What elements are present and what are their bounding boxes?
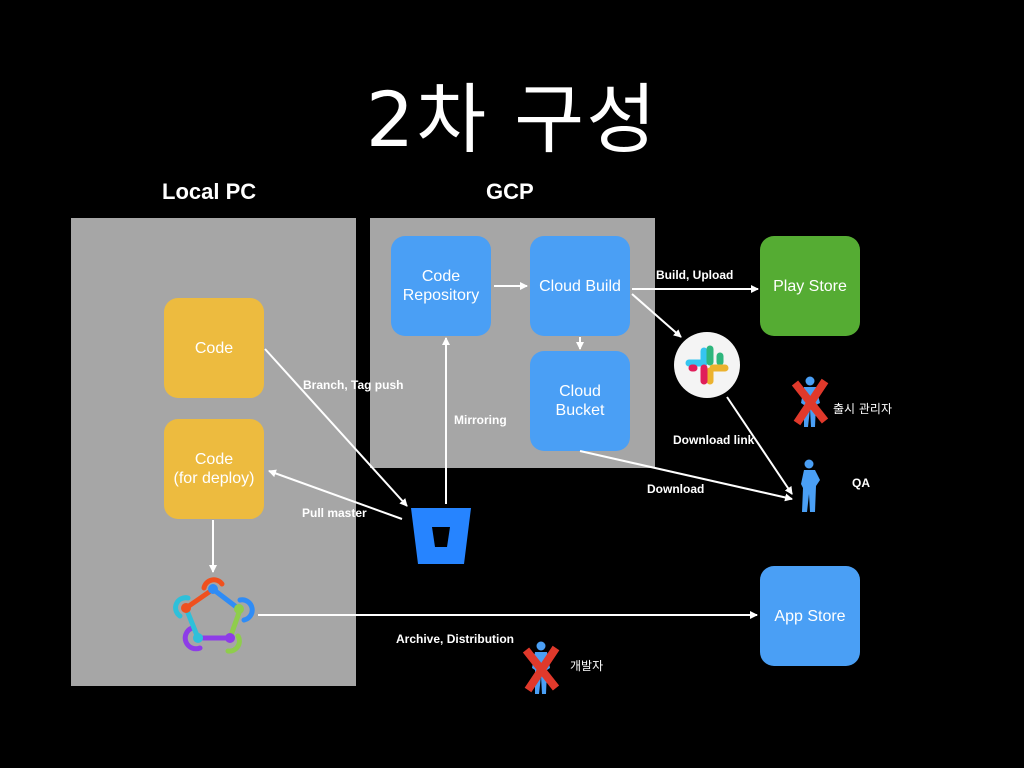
edge-label-download-link: Download link [673,433,755,447]
actor-label-release-manager: 출시 관리자 [833,402,893,416]
page-title: 2차 구성 [365,75,659,164]
section-label-gcp: GCP [486,179,534,204]
cloud-bucket-node[interactable]: Cloud Bucket [530,351,630,451]
section-label-local-pc: Local PC [162,179,257,204]
app-store-node[interactable]: App Store [760,566,860,666]
bitbucket-icon[interactable] [410,507,472,565]
code-repository-node[interactable]: Code Repository [391,236,491,336]
edge-label-download: Download [647,482,705,496]
code-for-deploy-node[interactable]: Code (for deploy) [164,419,264,519]
play-store-node[interactable]: Play Store [760,236,860,336]
person-icon [801,459,820,512]
fastlane-icon[interactable] [172,576,256,656]
slack-icon[interactable] [673,331,741,399]
edge-label-archive-distribution: Archive, Distribution [396,632,515,646]
qa-figure [801,459,820,512]
developer-figure [522,641,560,694]
code-node[interactable]: Code [164,298,264,398]
actor-label-developer: 개발자 [570,659,604,673]
actor-label-qa: QA [852,476,870,490]
cloud-build-node[interactable]: Cloud Build [530,236,630,336]
edge-label-branch-tag-push: Branch, Tag push [303,378,404,392]
red-x-icon [522,645,560,693]
edge-label-pull-master: Pull master [302,506,367,520]
red-x-icon [791,378,829,426]
release-manager-figure [791,376,829,427]
edge-label-mirroring: Mirroring [454,413,507,427]
edge-label-build-upload: Build, Upload [656,268,734,282]
